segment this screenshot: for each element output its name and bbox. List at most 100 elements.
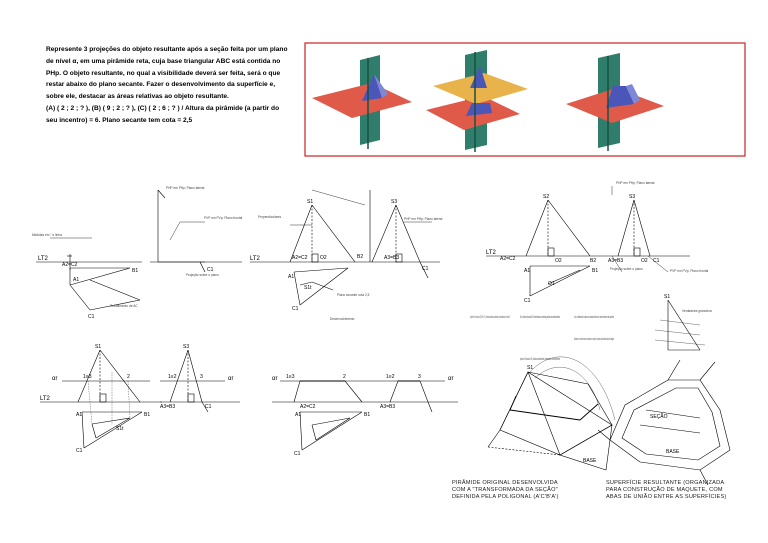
caption-line: PIRÂMIDE ORIGINAL DESENVOLVIDA [452,479,558,486]
point-label: 1≡3 [286,374,295,380]
scene-section-plane [426,50,528,152]
step-5 [486,186,690,297]
statement-line: seu incentro) = 6. Plano secante tem cot… [46,116,193,124]
base-label: BASE [666,449,680,455]
note: Desenvolvimento [330,317,355,321]
point-label: A3=B3 [380,404,395,410]
alpha-label: αr [228,376,233,382]
point-label: 2 [343,374,346,380]
point-label: 3 [418,374,421,380]
point-label: S1 [664,294,670,300]
point-label: A2=C2 [292,255,308,261]
point-label: S1 [527,365,533,371]
point-label: A1 [76,412,82,418]
step-9 [380,380,458,413]
note-paragraph: No 1o diedro pela aresta SO é determinad… [520,315,560,319]
step-1 [36,237,142,311]
point-label: O2 [320,255,327,261]
development-original [487,356,616,471]
note: PVP em PVp; Plano frontal [670,269,709,273]
section-label: SEÇÃO [650,413,668,420]
perspective-panel [304,42,746,157]
point-label: O2 [555,258,562,264]
point-label: S3 [183,344,189,350]
point-label: B2 [357,254,363,260]
pyramid-face-light [374,74,388,98]
point-label: S3 [391,199,397,205]
point-label: S2 [543,194,549,200]
note: Projeção sobre o plano [610,267,643,271]
development-original-labels: S1 BASE PIRÂMIDE ORIGINAL DESENVOLVIDA C… [452,365,597,500]
note: Projeção sobre o plano [186,273,219,277]
note: Verdadeira grandeza [682,309,712,313]
step-8 [272,380,380,451]
alpha-label: αr [52,376,57,382]
step-3-labels: LT2 S1 A2=C2 O2 B2 A1 S1t C1 Perpendicul… [250,199,370,321]
point-label: S1t [116,426,124,432]
note: PHP em PHp; Plano lateral [616,181,655,185]
point-label: B1 [132,268,138,274]
pyramid-bottom [466,103,492,116]
point-label: S1t [304,285,312,291]
point-label: C1 [292,306,299,312]
resulting-surface [597,299,731,486]
point-label: C1 [207,267,214,273]
alpha-label: αr [448,376,453,382]
point-label: A2=C2 [62,262,78,268]
statement-line: sobre ele, destacar as áreas relativas a… [46,93,229,101]
point-label: A2=C2 [300,404,316,410]
point-label: B1 [144,412,150,418]
step-3 [250,189,371,306]
point-label: B1 [592,268,598,274]
step-7 [160,349,240,413]
note-paragraph: Monta-se o contorno final com as faces, … [574,337,614,341]
note-paragraph: A partir de O marca-se SO (90° à LT), me… [470,315,510,319]
caption-line: PARA CONSTRUÇÃO DE MAQUETE, COM [606,486,723,493]
step-7-labels: αr S3 1≡2 3 A3=B3 C1 [160,344,233,410]
step-5-labels: LT2 S2 A2=C2 O2 B2 A1 B1 O1 C1 S3 A3=B3 … [486,181,709,304]
point-label: A1 [295,412,301,418]
point-label: O1 [548,281,555,287]
statement-line: Represente 3 projeções do objeto resulta… [46,46,288,53]
point-label: 2 [127,374,130,380]
point-label: C1 [205,404,212,410]
step-1-labels: LT2 A2=C2 A1 B1 C1 Medidas em ° α linha … [32,233,138,320]
lt-label: LT2 [486,250,497,256]
alpha-label: αr [272,376,277,382]
caption-line: DEFINIDA PELA POLIGONAL (A'C'B'A') [452,494,559,500]
section-plane [433,73,528,104]
point-label: 1≡2 [386,374,395,380]
statement-line: (A) ( 2 ; 2 ; ? ), (B) ( 9 ; 2 ; ? ), (C… [46,104,280,112]
caption-line: ABAS DE UNIÃO ENTRE AS SUPERFÍCIES) [606,493,726,500]
notes-column: A partir de O marca-se SO (90° à LT), me… [470,309,712,361]
lt-label: LT2 [38,256,49,262]
point-label: S1 [307,199,313,205]
lt-label: LT2 [250,256,261,262]
point-label: B2 [590,258,596,264]
lt-label: LT2 [40,396,51,402]
point-label: C1 [294,451,301,457]
point-label: C1 [524,298,531,304]
note: PHP em PHp; Plano lateral [404,217,443,221]
point-label: C1 [653,258,660,264]
step-2 [150,189,242,273]
step-6-labels: αr LT2 S1 1≡3 2 A1 B1 C1 S1t [40,344,150,454]
point-label: 3 [200,374,203,380]
note: Rebatimento de AC [110,304,138,308]
note: PVP em PVp; Plano frontal [204,216,243,220]
base-label: BASE [583,458,597,464]
point-label: A3=B3 [160,404,175,410]
resulting-surface-labels: S1 SEÇÃO BASE SUPERFÍCIE RESULTANTE (ORG… [606,294,726,500]
note-paragraph: A partir de S marca-se SC, medida da are… [520,357,560,361]
pyramid-face [362,74,382,101]
point-label: A3=B3 [608,258,623,264]
scene-resulting-object [566,53,664,151]
point-label: O2 [641,258,648,264]
caption-line: SUPERFÍCIE RESULTANTE (ORGANIZADA [606,479,724,486]
point-label: C1 [88,314,95,320]
note: Plano secante cota 2,5 [337,293,370,297]
caption-line: COM A "TRANSFORMADA DA SEÇÃO" [452,486,558,493]
point-label: S1 [95,344,101,350]
statement-line: de nível α, em uma pirâmide reta, cuja b… [46,57,281,65]
